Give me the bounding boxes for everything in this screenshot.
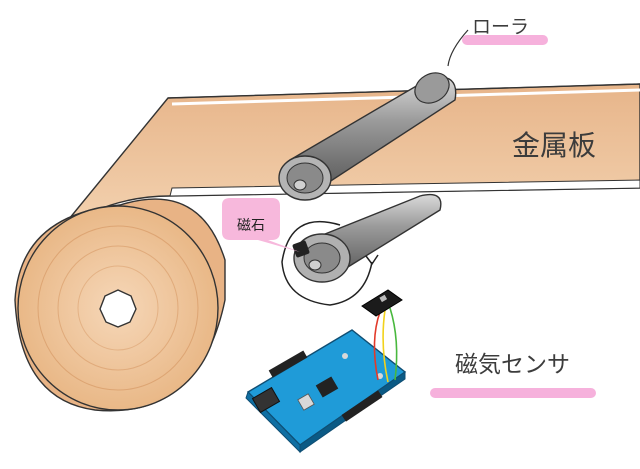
sheet-coil [14,198,226,412]
coil-center-hole [99,289,137,328]
magnet-label: 磁石 [237,218,265,234]
magnet-bubble [222,198,300,252]
sensor-wires [373,307,398,383]
roller-leader-line [447,29,469,67]
rotation-arrow-icon [281,220,379,306]
magnet [292,240,310,258]
magnetic-sensor-module-icon [361,289,403,317]
magnetic-sensor-label: 磁気センサ [455,352,570,378]
bottom-roller [292,193,442,283]
roller-label-highlight [462,35,548,45]
top-roller [278,72,457,201]
metal-sheet-label: 金属板 [512,129,597,162]
roller-label: ローラ [472,16,530,38]
microcontroller-board-icon [245,329,407,454]
sensor-label-highlight [430,388,596,398]
